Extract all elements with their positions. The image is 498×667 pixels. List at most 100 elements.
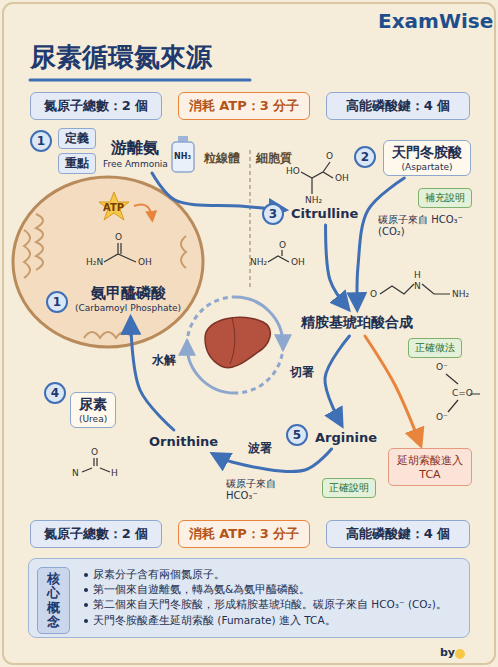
node-text: 補充說明: [425, 191, 465, 205]
note-tag: 正確說明: [322, 478, 376, 498]
flow-arrow: [326, 225, 349, 309]
author-credit: by: [440, 647, 455, 660]
node-text: 定義: [65, 130, 89, 147]
atom-label: H: [111, 468, 118, 478]
atom-label: N: [414, 281, 421, 291]
cristae: [84, 332, 132, 338]
bottle-label: NH₃: [174, 152, 191, 161]
tag-box: 重點: [58, 153, 96, 174]
node-text: 氨甲醯磷酸: [75, 284, 181, 303]
atp-burst: [99, 192, 129, 220]
metabolite-label: Citrulline: [288, 204, 361, 223]
cristae: [36, 214, 43, 270]
node-text: 1: [32, 132, 50, 150]
atom-label: NH₂: [305, 195, 322, 205]
node-text: 1: [48, 293, 66, 311]
node-text: 尿素: [79, 396, 107, 414]
edge-label: 切署: [288, 364, 316, 381]
callout-number: 3: [262, 203, 284, 225]
bottle-cap: [178, 136, 188, 142]
node-text: (Carbamoyl Phosphate): [75, 303, 181, 313]
node-text: Free Ammonia: [103, 159, 168, 169]
edge-label: 水解: [150, 352, 178, 369]
atp-label: ATP: [103, 202, 124, 214]
node-text: 尿素分子含有兩個氮原子。: [83, 567, 459, 582]
metabolite-label: 精胺基琥珀酸合成: [298, 312, 416, 334]
atom-label: O⁻: [436, 362, 448, 372]
compartment-label: 粒線體: [204, 152, 240, 166]
compartment-label: 細胞質: [256, 152, 292, 166]
mitochondrion: [13, 177, 203, 347]
metabolite-label: 氨甲醯磷酸(Carbamoyl Phosphate): [72, 282, 184, 315]
compartment-divider: [249, 150, 251, 290]
fumarate-bonds: [446, 374, 480, 412]
atom-label: NH₂: [250, 257, 267, 267]
metabolite-label: 游離氨Free Ammonia: [100, 136, 171, 171]
flow-arrow: [152, 173, 285, 210]
author-icon: [455, 649, 465, 659]
metabolite-box: 天門冬胺酸(Aspartate): [383, 140, 471, 176]
node-text: 延胡索酸進入 TCA: [395, 453, 465, 481]
cristae: [24, 230, 30, 278]
node-text: 2: [356, 148, 374, 166]
atom-label: OH: [291, 257, 305, 267]
node-text: 精胺基琥珀酸合成: [301, 314, 413, 332]
node-text: 消耗 ATP：3 分子: [185, 525, 303, 543]
liver-lobe: [230, 318, 235, 364]
atp-arrow: [134, 205, 152, 219]
cristae: [181, 236, 186, 268]
node-text: 高能磷酸鍵：4 個: [333, 97, 463, 115]
node-text: 正確說明: [329, 481, 369, 495]
stat-box: 氮原子總數：2 個: [30, 520, 162, 548]
stat-box: 氮原子總數：2 個: [30, 92, 162, 120]
atom-label: OH: [138, 257, 152, 267]
callout-number: 4: [44, 382, 66, 404]
product-box: 尿素(Urea): [70, 392, 116, 428]
page-title: 尿素循環氮來源: [30, 40, 212, 75]
atom-label: O: [91, 447, 98, 457]
node-text: 天門冬胺酸產生延胡索酸 (Fumarate) 進入 TCA。: [83, 613, 459, 628]
flow-arrow: [131, 318, 174, 430]
concept-heading: 核心概念: [37, 567, 70, 634]
node-text: 消耗 ATP：3 分子: [185, 97, 303, 115]
stat-box: 消耗 ATP：3 分子: [178, 520, 310, 548]
node-text: 3: [264, 205, 282, 223]
atom-label: O: [279, 240, 286, 250]
node-text: 4: [46, 384, 64, 402]
tag-box: 定義: [58, 128, 96, 149]
stat-box: 消耗 ATP：3 分子: [178, 92, 310, 120]
liver: [205, 317, 270, 367]
atom-label: OH: [335, 173, 349, 183]
node-text: 5: [288, 426, 306, 444]
node-text: (Aspartate): [392, 162, 462, 172]
aspartate-bonds: [301, 162, 333, 194]
atom-label: H: [414, 270, 421, 280]
edge-label: 波署: [246, 440, 274, 457]
title-underline: [30, 79, 250, 82]
node-text: 氮原子總數：2 個: [37, 525, 155, 543]
callout-number: 1: [46, 291, 68, 313]
atom-label: HO: [286, 166, 300, 176]
node-text: (Urea): [79, 414, 107, 424]
atom-label: O: [115, 232, 122, 242]
atom-label: C=O: [452, 388, 473, 398]
ammonia-bottle: [172, 142, 194, 172]
stat-box: 高能磷酸鍵：4 個: [326, 520, 470, 548]
concept-panel: 尿素分子含有兩個氮原子。第一個來自遊離氨，轉為氨&為氨甲醯磷酸。第二個來自天門冬…: [28, 558, 470, 638]
callout-number: 5: [286, 424, 308, 446]
flow-arrow: [357, 178, 404, 309]
node-text: Citrulline: [291, 206, 358, 221]
page-border: [3, 3, 495, 664]
callout-number: 1: [30, 130, 52, 152]
atom-label: O: [370, 289, 377, 299]
node-text: 核心概念: [47, 572, 60, 629]
note-tag: 正確做法: [408, 338, 462, 358]
metabolite-label: Arginine: [312, 428, 380, 447]
callout-number: 2: [354, 146, 376, 168]
node-text: 游離氨: [103, 138, 168, 159]
urea-bonds: [82, 458, 110, 472]
atom-label: O⁻: [436, 412, 448, 422]
node-text: Arginine: [315, 430, 377, 445]
node-text: 第二個來自天門冬胺酸，形成精胺基琥珀酸。碳原子來自 HCO₃⁻ (CO₂)。: [83, 597, 459, 612]
